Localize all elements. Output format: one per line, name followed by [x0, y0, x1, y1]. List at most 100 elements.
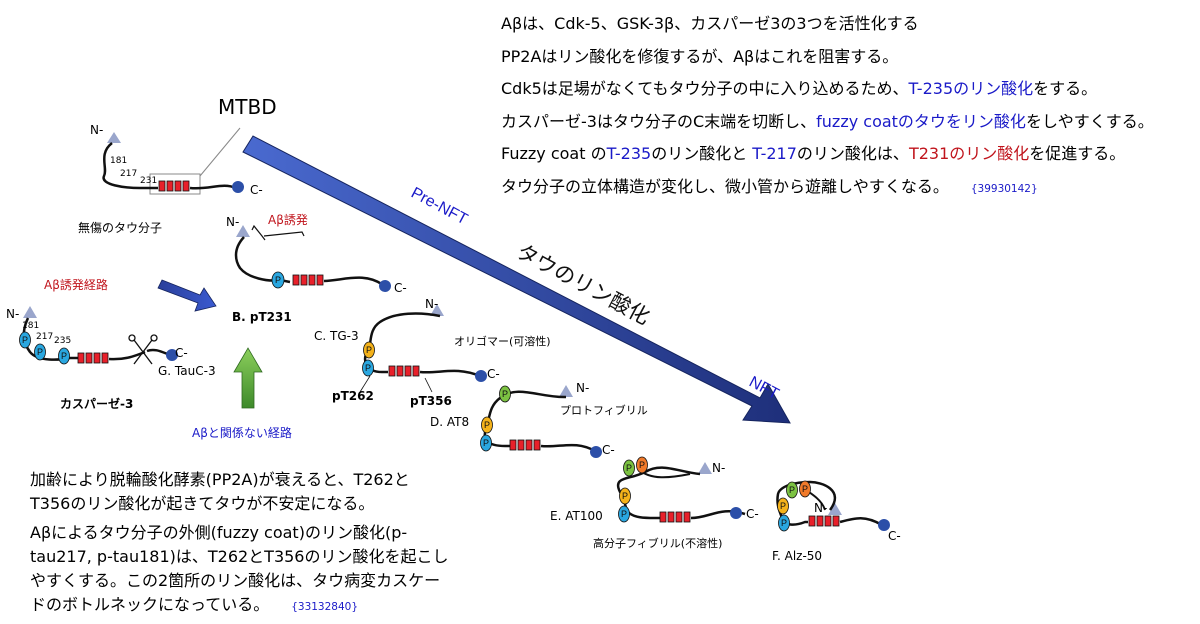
tau-tauc3 [19, 306, 178, 365]
n-terminus-icon [23, 306, 37, 318]
phospho-site-icon [271, 271, 285, 289]
note-segment: Aβは、Cdk-5、GSK-3β、カスパーゼ3の3つを活性化する [501, 14, 919, 33]
n-terminus-icon [559, 385, 573, 397]
phospho-site-icon [618, 505, 630, 523]
p-label: P [365, 363, 371, 373]
n-terminus-label: N- [425, 297, 439, 311]
notes-list: Aβは、Cdk-5、GSK-3β、カスパーゼ3の3つを活性化する PP2Aはリン酸… [501, 8, 1154, 205]
bottom-paragraph-1: 加齢により脱輪酸化酵素(PP2A)が衰えると、T262とT356のリン酸化が起き… [30, 470, 410, 513]
p-label: P [789, 485, 795, 495]
phospho-site-icon [778, 514, 790, 532]
mtbd-label: MTBD [218, 95, 277, 119]
c-terminus-icon [475, 370, 487, 382]
n-terminus-icon [236, 225, 250, 237]
p-label: P [366, 345, 372, 355]
n-terminus-label: N- [6, 307, 20, 321]
n-terminus-icon [107, 132, 121, 143]
p-label: P [781, 518, 787, 528]
site-181-label: 181 [22, 321, 40, 331]
unrelated-pathway-arrow [233, 347, 263, 409]
site-217-label: 217 [120, 169, 138, 179]
n-terminus-icon [698, 462, 712, 474]
pt356-label: pT356 [410, 394, 452, 408]
c-terminus-label: C- [487, 367, 500, 381]
note-line: PP2Aはリン酸化を修復するが、Aβはこれを阻害する。 [501, 41, 1154, 74]
p-label: P [37, 347, 43, 357]
c-terminus-label: C- [394, 281, 407, 295]
oligomer-label: オリゴマー(可溶性) [454, 335, 551, 348]
phospho-site-icon [619, 487, 631, 505]
note-segment: T-235 [606, 144, 652, 163]
scissors-icon [128, 334, 158, 365]
site-231-label: 231 [140, 176, 158, 186]
hmw-fibril-label: 高分子フィブリル(不溶性) [593, 537, 723, 550]
caspase3-label: カスパーゼ-3 [60, 397, 134, 411]
note-segment: をする。 [1033, 79, 1098, 98]
n-terminus-label: N- [576, 381, 590, 395]
abeta-pathway-label: Aβ誘発経路 [44, 278, 108, 292]
c-terminus-label: C- [175, 346, 188, 360]
tau-at100 [616, 456, 746, 523]
tau-tg3 [359, 304, 487, 393]
phospho-site-icon [481, 416, 493, 434]
note-segment: Fuzzy coat の [501, 144, 607, 163]
bottom-citation: {33132840} [291, 601, 359, 613]
n-terminus-label: N- [814, 501, 828, 515]
phospho-site-icon [623, 459, 635, 477]
note-segment: を促進する。 [1029, 144, 1126, 163]
note-segment: のリン酸化と [651, 144, 753, 163]
note-line: Fuzzy coat のT-235のリン酸化と T-217のリン酸化は、T231… [501, 138, 1154, 171]
c-terminus-icon [878, 519, 890, 531]
pt231-label: B. pT231 [232, 310, 292, 324]
mtbd-highlight-box [149, 173, 201, 195]
intact-tau-molecule [102, 132, 244, 193]
note-segment: T231のリン酸化 [908, 144, 1030, 163]
c-terminus-icon [730, 507, 742, 519]
note-segment: をしやすくする。 [1025, 111, 1154, 131]
abeta-induced-label: Aβ誘発 [268, 213, 308, 227]
c-terminus-label: C- [250, 183, 263, 197]
note-segment: T-217 [752, 144, 797, 163]
n-terminus-label: N- [90, 123, 104, 137]
alz50-label: F. Alz-50 [772, 549, 823, 563]
c-terminus-icon [232, 181, 244, 193]
phospho-site-icon [777, 497, 789, 515]
note-line: タウ分子の立体構造が変化し、微小管から遊離しやすくなる。{39930142} [501, 171, 1154, 206]
p-label: P [61, 351, 67, 361]
p-label: P [275, 275, 281, 285]
site-181-label: 181 [110, 156, 128, 166]
c-terminus-label: C- [888, 529, 901, 543]
n-terminus-icon [430, 304, 444, 316]
phospho-site-icon [480, 434, 492, 452]
note-segment: タウ分子の立体構造が変化し、微小管から遊離しやすくなる。 [501, 176, 949, 196]
note-segment: fuzzy coatのタウをリン酸化 [816, 111, 1026, 131]
p-label: P [502, 389, 508, 399]
p-label: P [622, 491, 628, 501]
p-label: P [484, 420, 490, 430]
site-235-label: 235 [54, 336, 72, 346]
note-segment: のリン酸化は、 [796, 144, 909, 163]
n-terminus-label: N- [712, 461, 726, 475]
phospho-site-icon [636, 456, 648, 474]
phosphorylation-arrow [242, 135, 791, 424]
c-terminus-icon [379, 280, 391, 292]
bottom-explanation: 加齢により脱輪酸化酵素(PP2A)が衰えると、T262とT356のリン酸化が起き… [30, 468, 450, 624]
phospho-site-icon [58, 347, 70, 365]
tau-alz50 [776, 480, 890, 532]
p-label: P [639, 460, 645, 470]
c-terminus-label: C- [602, 443, 615, 457]
bottom-paragraph-2: Aβによるタウ分子の外側(fuzzy coat)のリン酸化(p-tau217, … [30, 521, 450, 619]
tau-pt231 [234, 224, 391, 292]
phospho-site-icon [34, 343, 46, 361]
phospho-site-icon [799, 480, 811, 498]
p-label: P [483, 438, 489, 448]
protofibril-label: プロトフィブリル [560, 404, 648, 417]
phospho-site-icon [786, 481, 798, 499]
pt262-label: pT262 [332, 389, 374, 403]
intact-tau-label: 無傷のタウ分子 [78, 221, 163, 235]
at8-label: D. AT8 [430, 415, 470, 429]
note-segment: カスパーゼ-3はタウ分子のC末端を切断し、 [501, 111, 817, 131]
p-label: P [626, 463, 632, 473]
